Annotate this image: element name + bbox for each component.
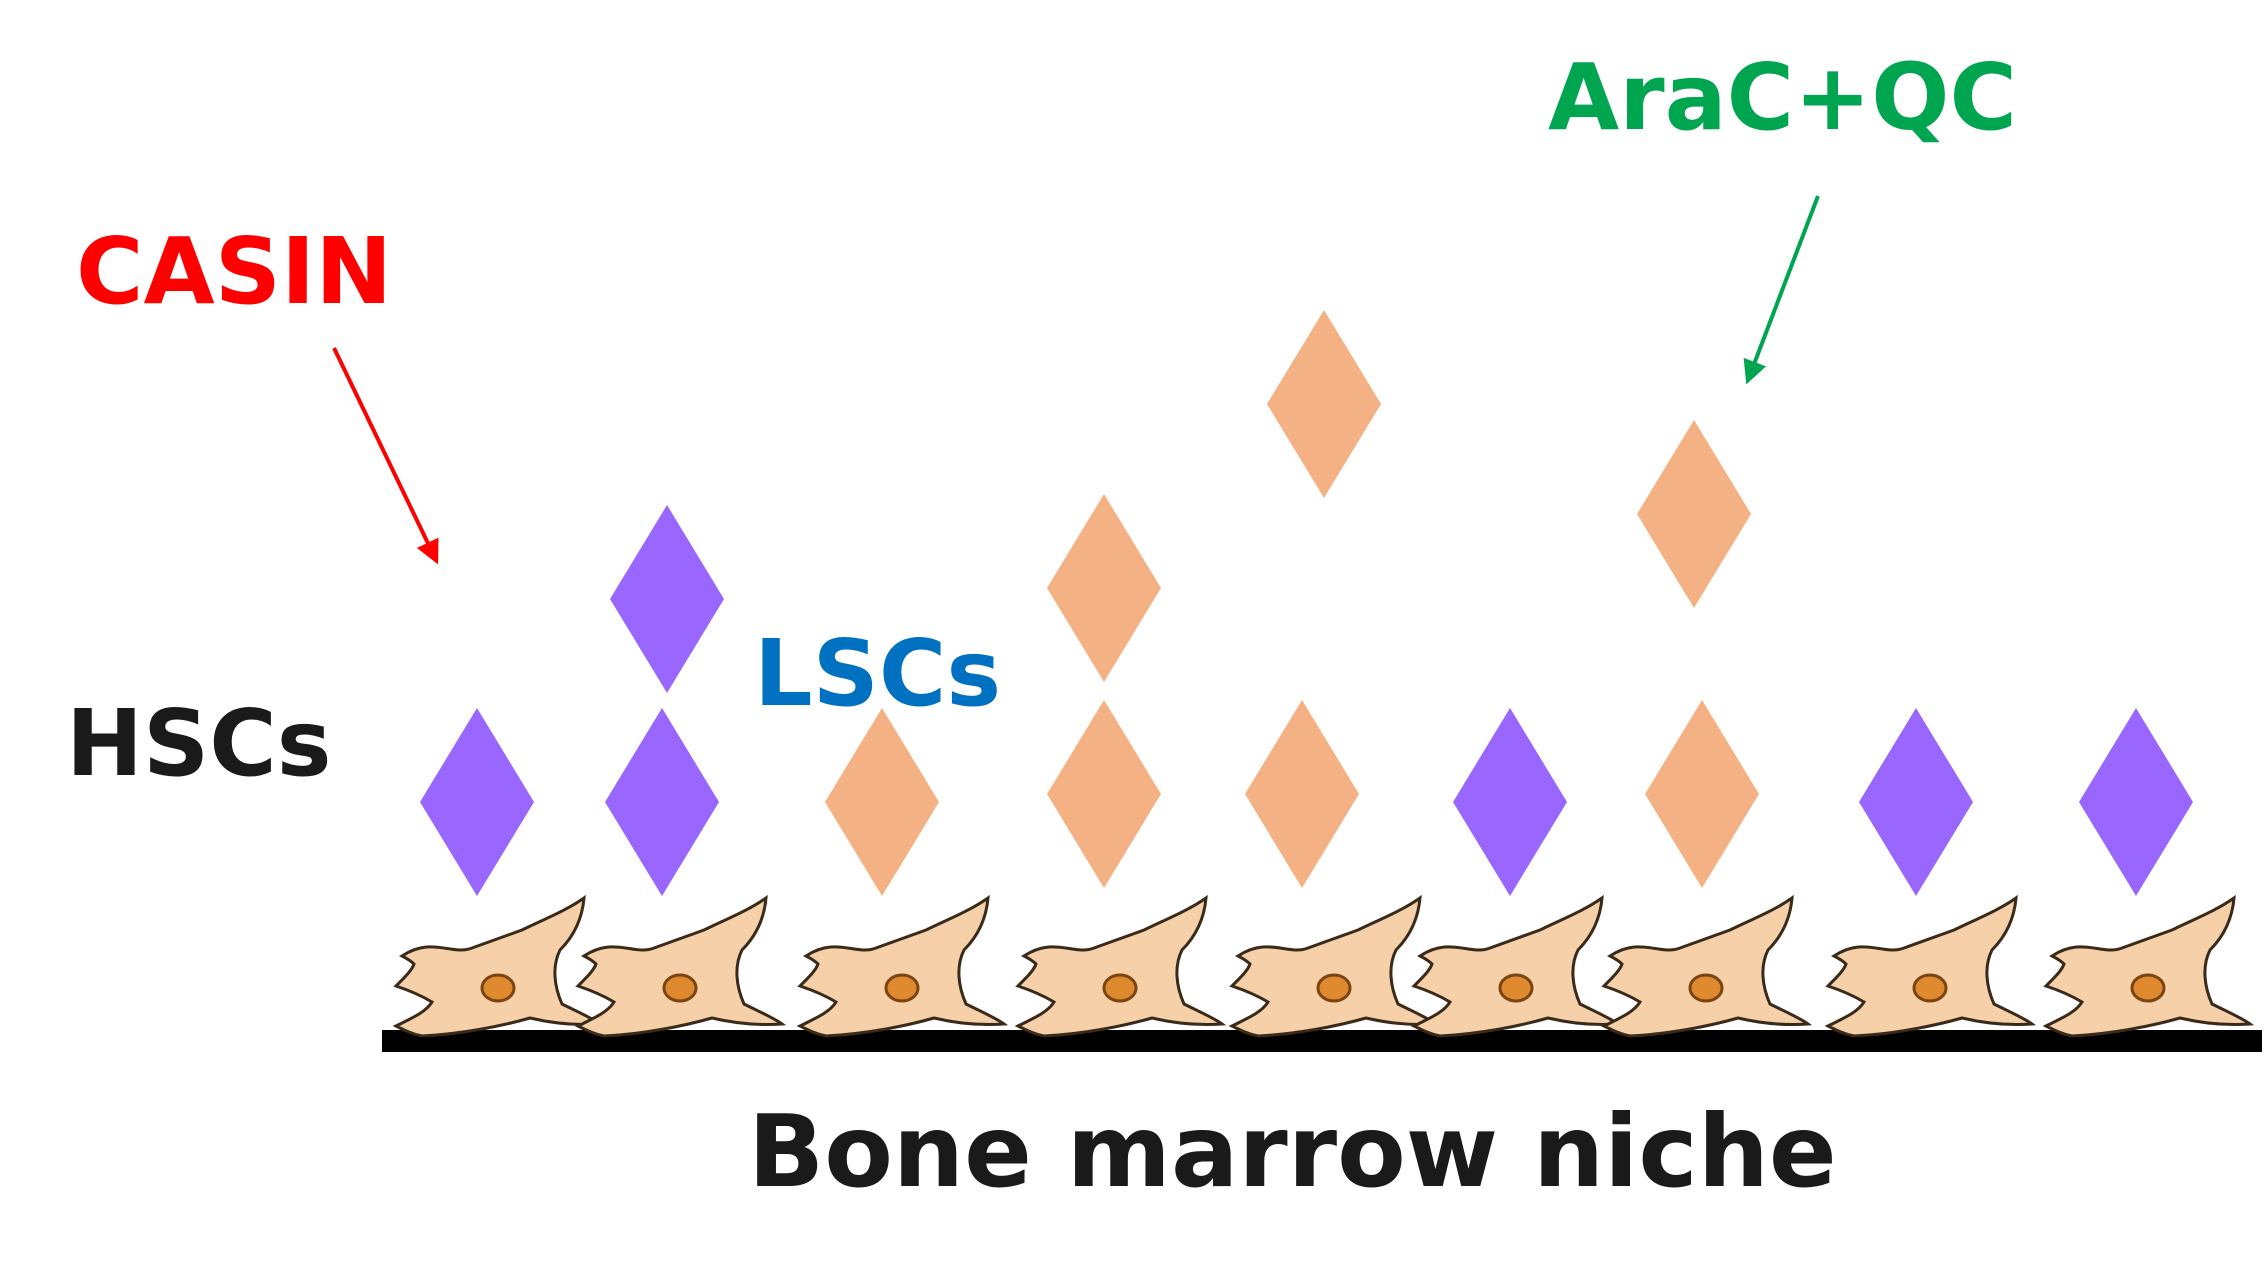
casin-label: CASIN xyxy=(76,218,393,325)
hsc-cells xyxy=(420,505,2193,896)
stromal-cell-row xyxy=(394,896,2252,1038)
hsc-cell xyxy=(1453,708,1567,896)
stromal-cell xyxy=(1412,896,1620,1038)
bone-marrow-niche-label: Bone marrow niche xyxy=(748,1093,1837,1210)
hsc-cell xyxy=(2079,708,2193,896)
hsc-cell xyxy=(1859,708,1973,896)
hsc-cell xyxy=(605,708,719,896)
stromal-cell xyxy=(798,896,1006,1038)
lsc-cell xyxy=(1047,700,1161,888)
arac-qc-label: AraC+QC xyxy=(1548,44,2017,151)
hscs-label: HSCs xyxy=(66,690,332,797)
stromal-cell xyxy=(1826,896,2034,1038)
stromal-cell xyxy=(1230,896,1438,1038)
lsc-cell xyxy=(1267,310,1381,498)
lsc-cell xyxy=(1637,420,1751,608)
hsc-cell xyxy=(610,505,724,693)
casin-arrow xyxy=(332,347,439,565)
stromal-cell xyxy=(1602,896,1810,1038)
stromal-cell xyxy=(576,896,784,1038)
lsc-cells xyxy=(825,310,1759,896)
hsc-cell xyxy=(420,708,534,896)
lsc-cell xyxy=(1245,700,1359,888)
lsc-cell xyxy=(825,708,939,896)
niche-baseline xyxy=(382,1030,2262,1052)
stromal-cell xyxy=(1016,896,1224,1038)
lsc-cell xyxy=(1645,700,1759,888)
lscs-label: LSCs xyxy=(754,620,1002,727)
stromal-cell xyxy=(2044,896,2252,1038)
arac-qc-arrow xyxy=(1743,195,1820,385)
lsc-cell xyxy=(1047,494,1161,682)
stromal-cell xyxy=(394,896,602,1038)
